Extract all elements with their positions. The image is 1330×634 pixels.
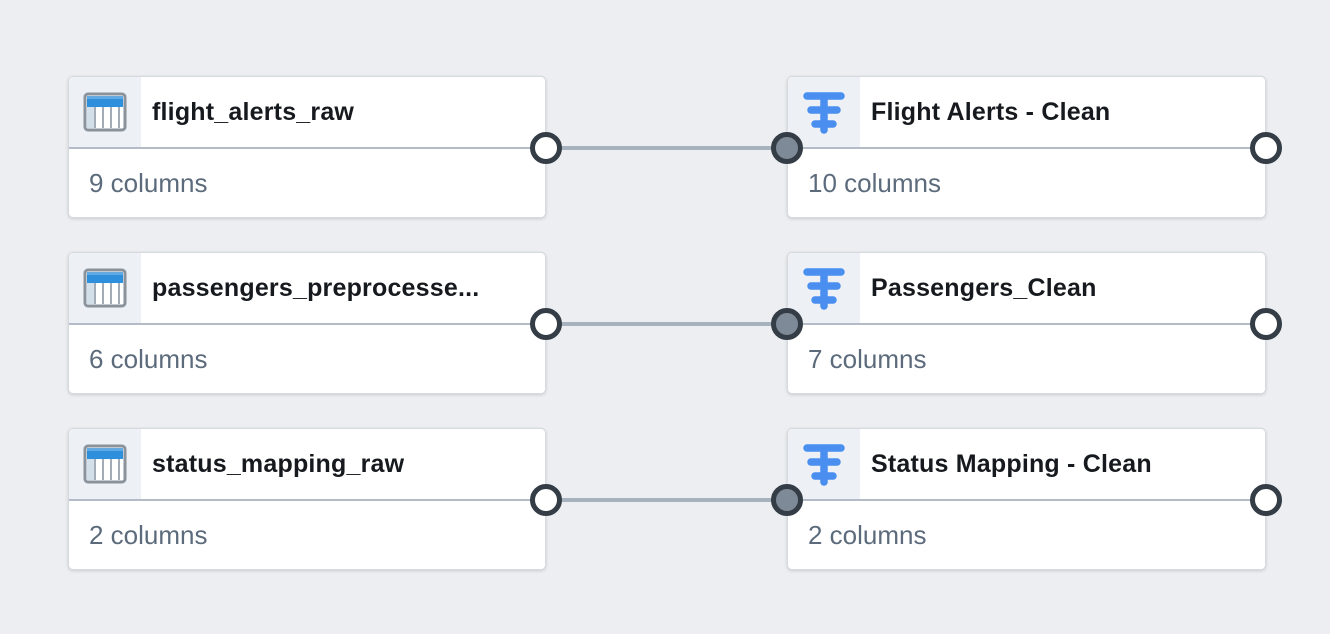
edge-passengers[interactable] — [546, 322, 787, 326]
node-status-mapping-clean[interactable]: Status Mapping - Clean 2 columns — [787, 428, 1266, 570]
node-passengers-clean[interactable]: Passengers_Clean 7 columns — [787, 252, 1266, 394]
output-port-passengers-preprocessed[interactable] — [530, 308, 562, 340]
transform-icon — [803, 444, 845, 486]
node-column-count: 7 columns — [808, 343, 927, 374]
node-header: Passengers_Clean — [788, 253, 1265, 325]
output-port-status-mapping-raw[interactable] — [530, 484, 562, 516]
node-flight-alerts-raw[interactable]: flight_alerts_raw 9 columns — [68, 76, 546, 218]
node-body: 2 columns — [69, 501, 545, 569]
node-header: flight_alerts_raw — [69, 77, 545, 149]
transform-icon — [803, 92, 845, 134]
node-passengers-preprocessed[interactable]: passengers_preprocesse... 6 columns — [68, 252, 546, 394]
output-port-status-mapping-clean[interactable] — [1250, 484, 1282, 516]
node-title: Passengers_Clean — [871, 273, 1097, 302]
transform-icon-chip — [788, 253, 860, 323]
node-header: passengers_preprocesse... — [69, 253, 545, 325]
node-title: status_mapping_raw — [152, 449, 405, 478]
transform-icon-chip — [788, 77, 860, 147]
dataset-icon-chip — [69, 429, 141, 499]
input-port-flight-alerts-clean[interactable] — [771, 132, 803, 164]
node-body: 10 columns — [788, 149, 1265, 217]
output-port-flight-alerts-clean[interactable] — [1250, 132, 1282, 164]
node-header: Status Mapping - Clean — [788, 429, 1265, 501]
table-icon — [83, 268, 127, 308]
dataset-icon-chip — [69, 253, 141, 323]
node-body: 7 columns — [788, 325, 1265, 393]
node-header: status_mapping_raw — [69, 429, 545, 501]
transform-icon-chip — [788, 429, 860, 499]
edge-flight-alerts[interactable] — [546, 146, 787, 150]
node-column-count: 10 columns — [808, 167, 941, 198]
node-title: Flight Alerts - Clean — [871, 97, 1111, 126]
dataset-icon-chip — [69, 77, 141, 147]
node-flight-alerts-clean[interactable]: Flight Alerts - Clean 10 columns — [787, 76, 1266, 218]
table-icon — [83, 92, 127, 132]
output-port-passengers-clean[interactable] — [1250, 308, 1282, 340]
edge-status-mapping[interactable] — [546, 498, 787, 502]
input-port-status-mapping-clean[interactable] — [771, 484, 803, 516]
node-body: 9 columns — [69, 149, 545, 217]
node-status-mapping-raw[interactable]: status_mapping_raw 2 columns — [68, 428, 546, 570]
node-title: Status Mapping - Clean — [871, 449, 1152, 478]
node-title: flight_alerts_raw — [152, 97, 355, 126]
node-column-count: 6 columns — [89, 343, 208, 374]
table-icon — [83, 444, 127, 484]
node-header: Flight Alerts - Clean — [788, 77, 1265, 149]
node-column-count: 2 columns — [89, 519, 208, 550]
transform-icon — [803, 268, 845, 310]
node-body: 2 columns — [788, 501, 1265, 569]
node-body: 6 columns — [69, 325, 545, 393]
output-port-flight-alerts-raw[interactable] — [530, 132, 562, 164]
node-column-count: 2 columns — [808, 519, 927, 550]
node-title: passengers_preprocesse... — [152, 273, 480, 302]
node-column-count: 9 columns — [89, 167, 208, 198]
input-port-passengers-clean[interactable] — [771, 308, 803, 340]
